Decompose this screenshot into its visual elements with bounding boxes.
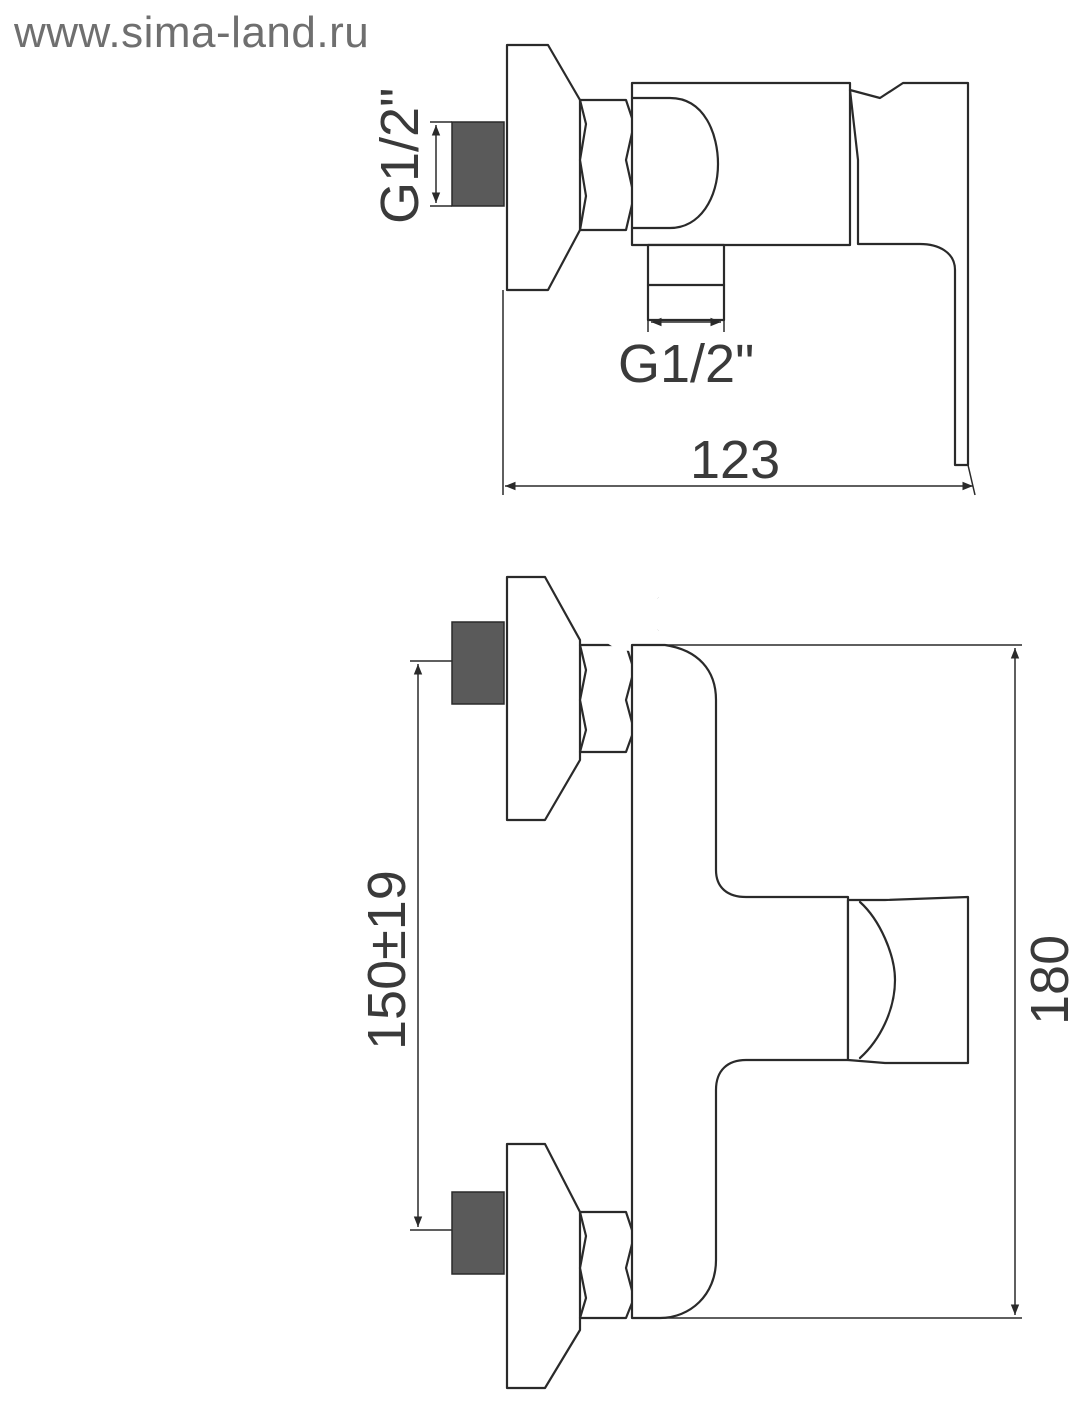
front-top-hex-nut xyxy=(578,643,636,754)
front-top-flange xyxy=(505,575,582,822)
side-inlet-thread-label: G1/2" xyxy=(370,88,430,224)
side-wall-flange xyxy=(505,43,582,292)
front-lever-knob xyxy=(846,895,970,1065)
front-top-inlet-thread xyxy=(451,621,505,705)
front-bottom-flange xyxy=(505,1142,582,1390)
depth-label: 123 xyxy=(690,430,780,490)
side-lever-handle xyxy=(848,81,970,467)
side-view xyxy=(430,43,976,496)
front-bottom-hex-nut xyxy=(578,1210,636,1320)
height-label: 180 xyxy=(1020,935,1080,1025)
side-inlet-thread xyxy=(451,121,505,207)
inlet-spacing-label: 150±19 xyxy=(357,870,417,1050)
front-main-body xyxy=(630,643,850,1320)
outlet-thread-label: G1/2" xyxy=(618,334,754,394)
front-bottom-inlet-thread xyxy=(451,1191,505,1275)
side-main-body xyxy=(630,81,852,247)
side-outlet-pipe xyxy=(646,243,726,322)
side-hex-nut xyxy=(578,98,636,232)
front-view xyxy=(410,575,1022,1390)
watermark: www.sima-land.ru xyxy=(14,8,370,57)
side-cartridge-cap xyxy=(630,96,720,230)
